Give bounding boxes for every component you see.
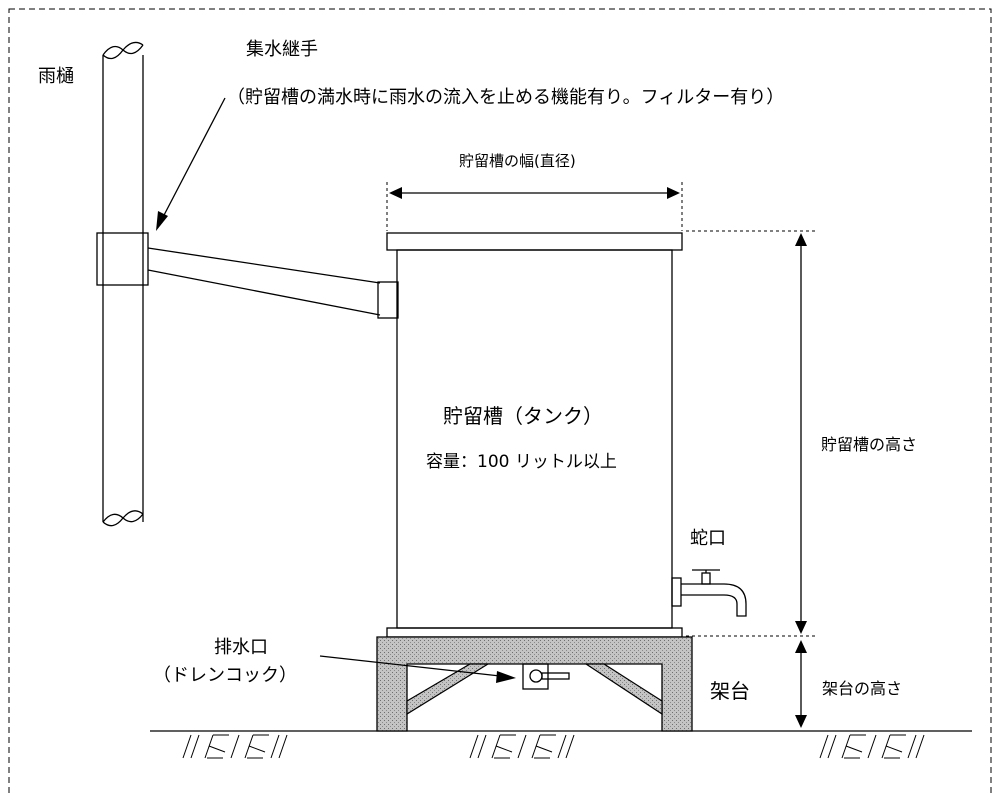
stand-height-dimension <box>795 640 807 728</box>
drain-title: 排水口 <box>214 637 268 658</box>
tank-width-label: 貯留槽の幅(直径) <box>459 152 576 170</box>
gutter-label: 雨樋 <box>38 66 74 87</box>
rain-gutter-pipe <box>102 41 144 527</box>
ground-hatch-center <box>469 734 575 759</box>
ground-hatch-right <box>819 734 925 759</box>
dashed-frame <box>8 8 992 794</box>
width-dimension <box>386 182 683 231</box>
collector-fitting <box>96 232 149 286</box>
drain-cock-icon <box>522 663 570 690</box>
tank-inlet-fitting <box>377 281 399 319</box>
tank-capacity-label: 容量：100 リットル以上 <box>426 452 617 472</box>
stand-label: 架台 <box>710 679 750 703</box>
stand <box>376 636 693 732</box>
tank-height-dimension <box>686 230 818 637</box>
drain-pointer-arrow <box>319 655 516 683</box>
tank-body <box>396 249 673 629</box>
faucet-label: 蛇口 <box>690 528 726 549</box>
stand-height-label: 架台の高さ <box>822 679 902 698</box>
faucet-icon <box>671 569 747 617</box>
collector-title: 集水継手 <box>246 39 318 60</box>
collector-note: （貯留槽の満水時に雨水の流入を止める機能有り。フィルター有り） <box>227 87 784 108</box>
tank-base <box>386 627 683 638</box>
drain-note: （ドレンコック） <box>153 665 297 686</box>
tank-height-label: 貯留槽の高さ <box>821 435 917 454</box>
connecting-hose <box>147 247 381 316</box>
tank-lid <box>386 232 683 251</box>
tank-name-label: 貯留槽（タンク） <box>443 404 603 428</box>
ground-hatch-left <box>182 734 288 759</box>
collector-pointer-arrow <box>156 97 226 231</box>
